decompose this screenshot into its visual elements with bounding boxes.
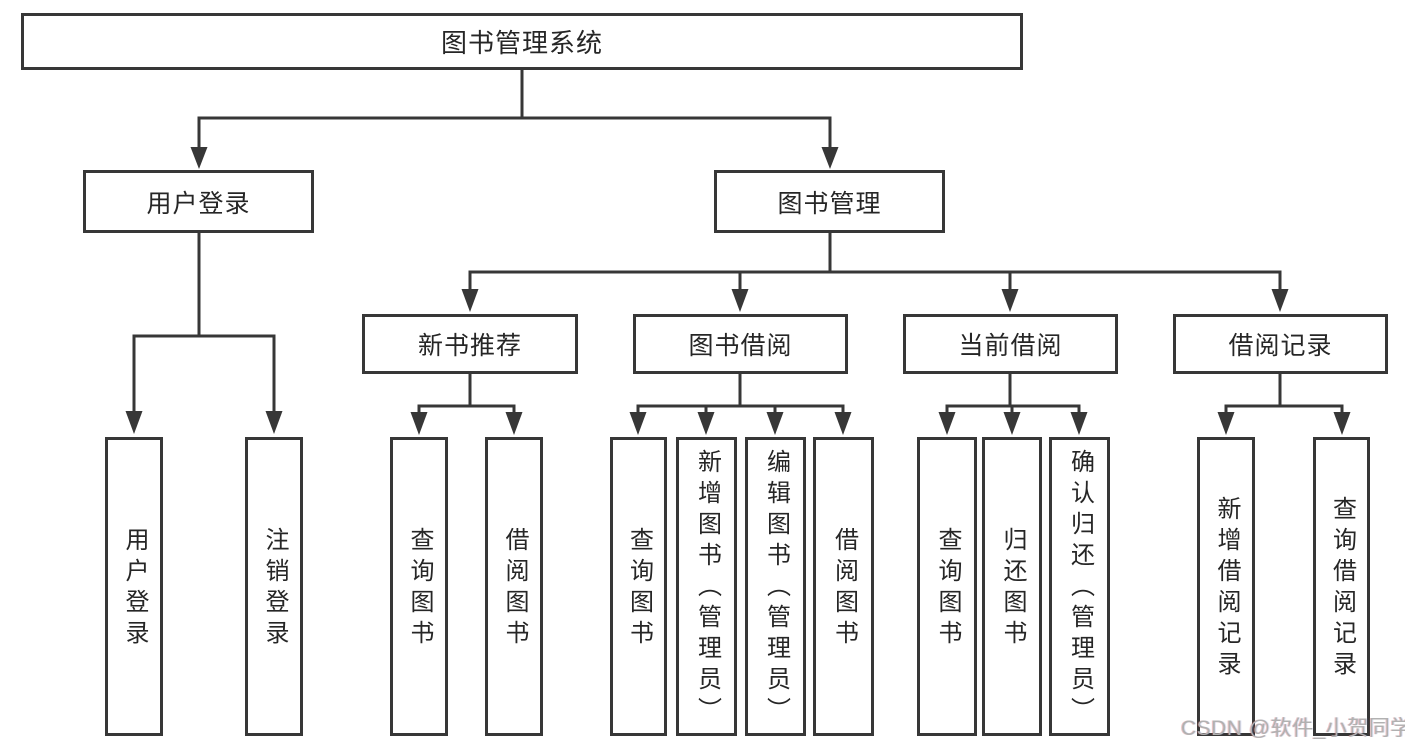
node-user-login-branch: 用户登录	[83, 170, 314, 233]
leaf-query-books: 查询图书	[390, 437, 448, 736]
leaf-return-books: 归还图书	[982, 437, 1042, 736]
leaf-add-borrow-record: 新增借阅记录	[1197, 437, 1255, 736]
node-current-borrowing: 当前借阅	[903, 314, 1118, 374]
node-book-borrowing: 图书借阅	[633, 314, 848, 374]
csdn-watermark: CSDN @软件_小贺同学	[1181, 717, 1405, 740]
leaf-query-books: 查询图书	[917, 437, 977, 736]
leaf-borrow-books: 借阅图书	[485, 437, 543, 736]
node-system-root: 图书管理系统	[21, 13, 1023, 70]
leaf-logout: 注销登录	[245, 437, 303, 736]
leaf-confirm-return-admin: 确认归还（管理员）	[1049, 437, 1110, 736]
leaf-user-login: 用户登录	[105, 437, 163, 736]
leaf-add-books-admin: 新增图书（管理员）	[676, 437, 737, 736]
node-new-book-recommend: 新书推荐	[362, 314, 578, 374]
node-book-management-branch: 图书管理	[714, 170, 945, 233]
leaf-query-books: 查询图书	[610, 437, 667, 736]
node-borrowing-records: 借阅记录	[1173, 314, 1388, 374]
leaf-query-borrow-record: 查询借阅记录	[1313, 437, 1370, 736]
leaf-edit-books-admin: 编辑图书（管理员）	[745, 437, 806, 736]
leaf-borrow-books: 借阅图书	[813, 437, 874, 736]
